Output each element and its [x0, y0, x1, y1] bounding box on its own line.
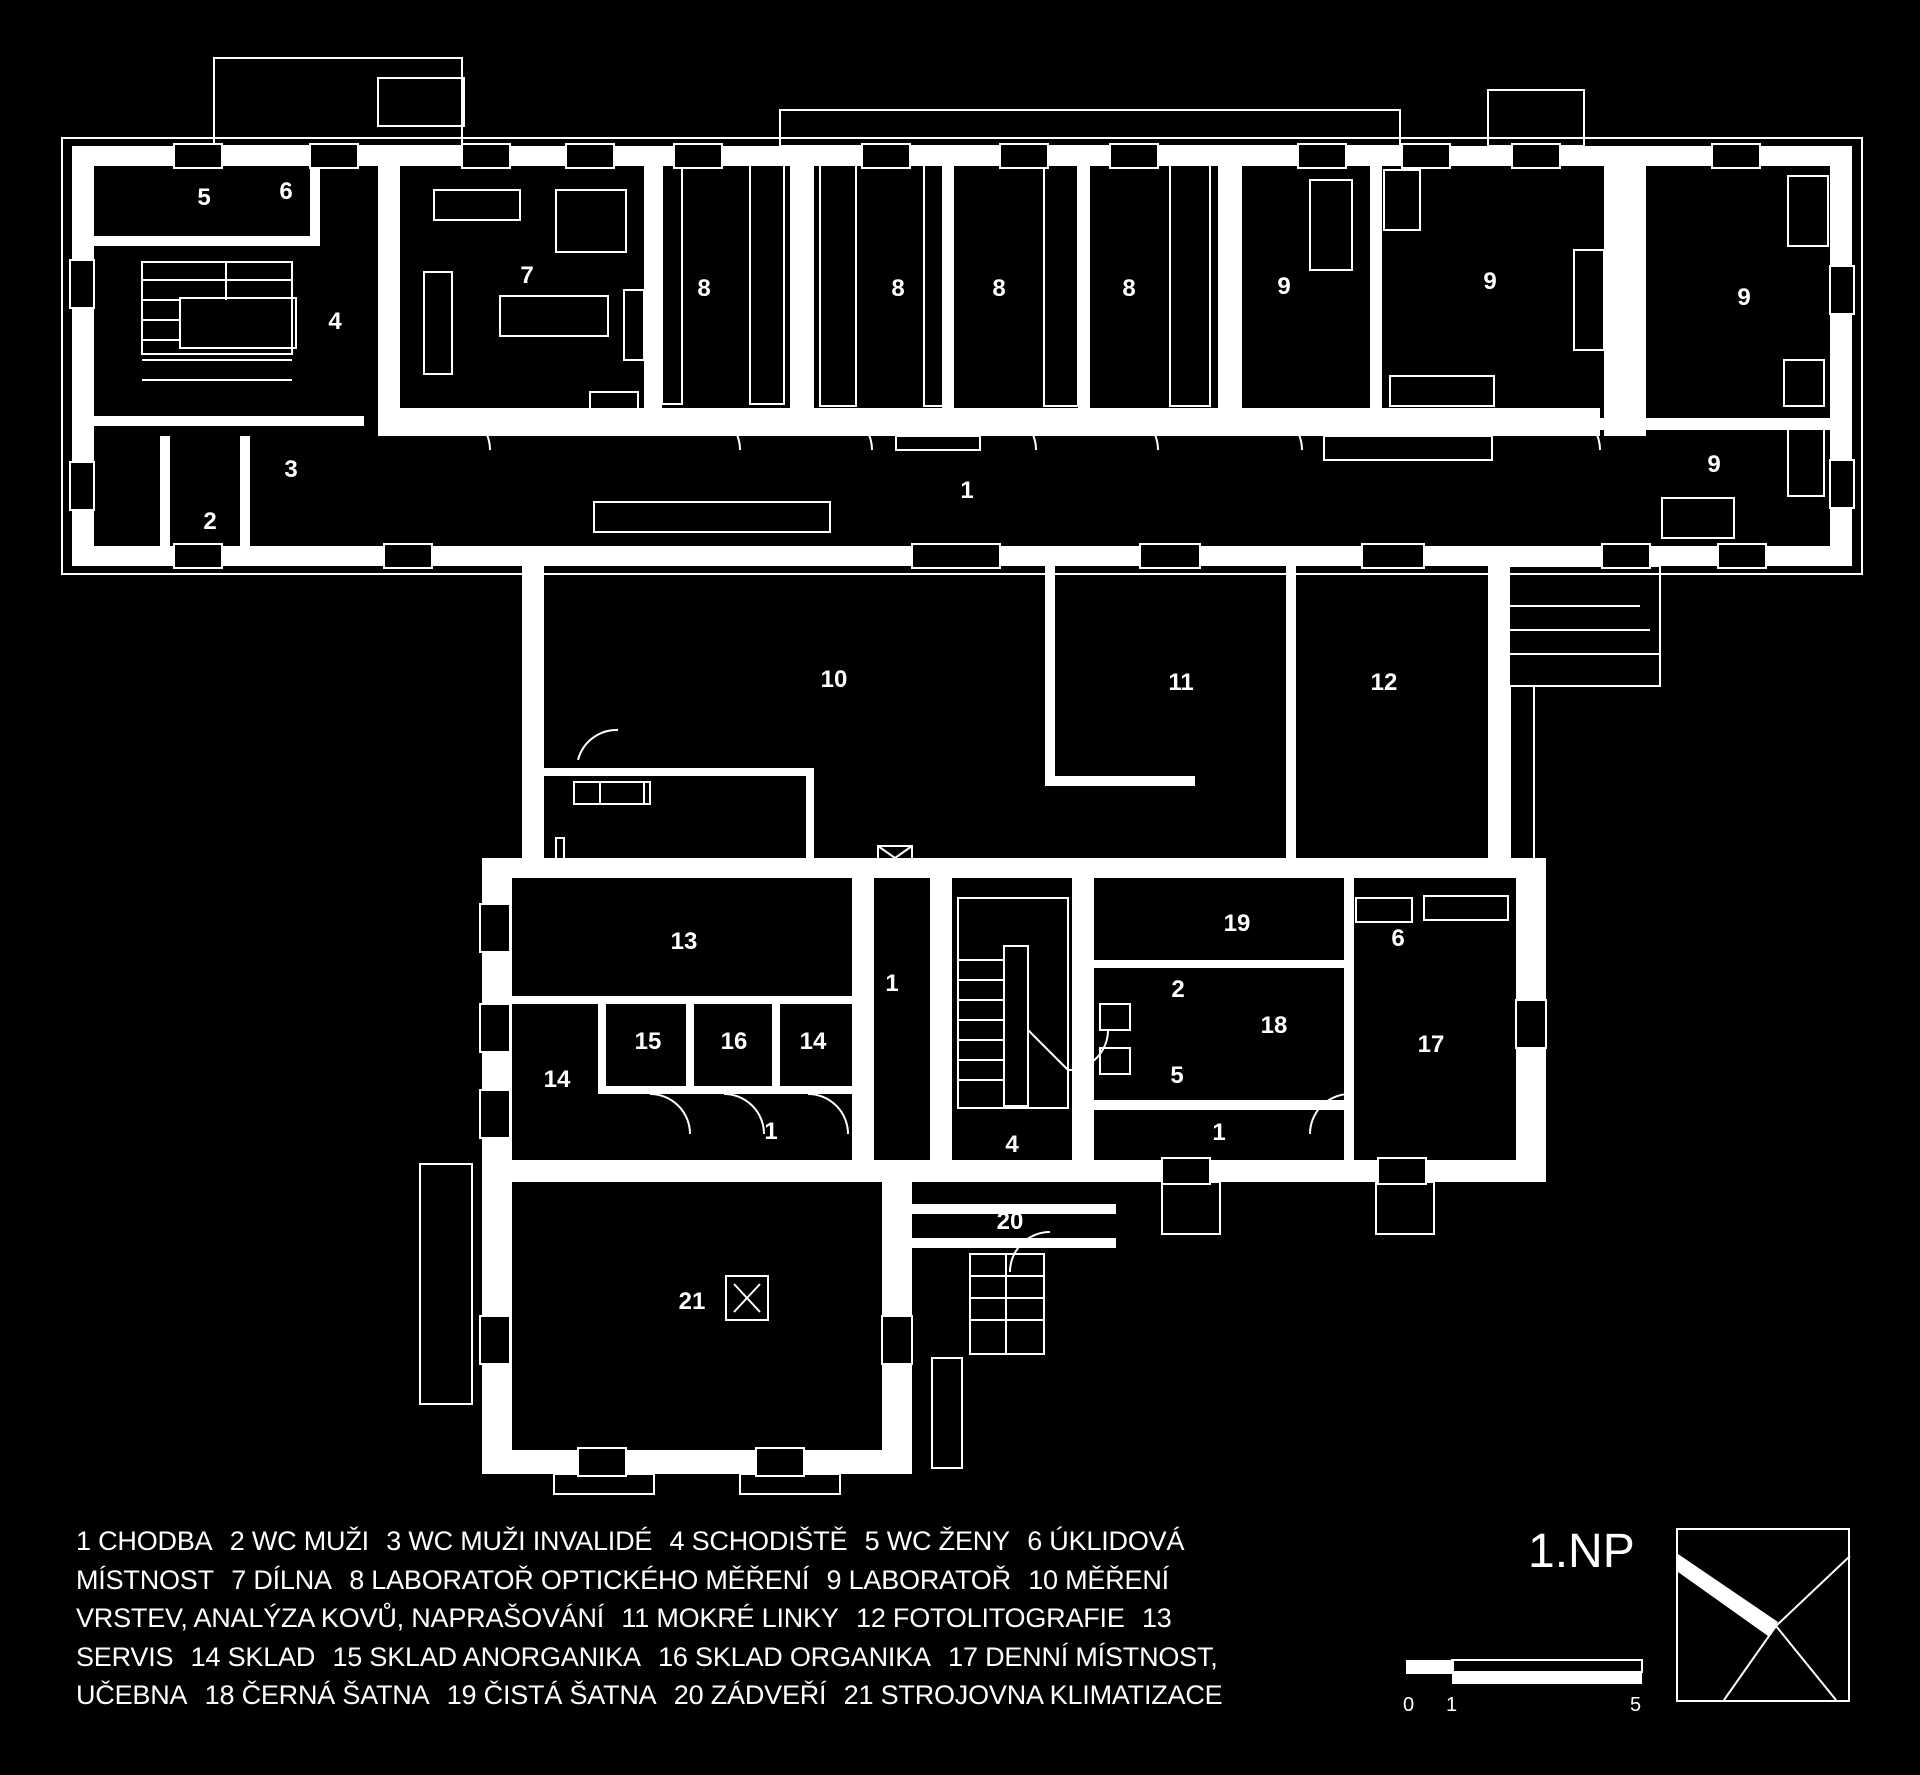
room-label-6-south: 6 [1391, 925, 1405, 952]
legend-item: 15 SKLAD ANORGANIKA [332, 1641, 641, 1672]
room-label-1-se: 1 [1212, 1119, 1226, 1146]
scale-label-5: 5 [1630, 1694, 1642, 1716]
room-label-9-d: 9 [1707, 451, 1721, 478]
room-label-9-c: 9 [1737, 284, 1751, 311]
room-label-8-c: 8 [992, 275, 1006, 302]
room-label-8-a: 8 [697, 275, 711, 302]
scale-label-0: 0 [1403, 1694, 1415, 1716]
legend-item: 14 SKLAD [190, 1641, 316, 1672]
legend-item: 12 FOTOLITOGRAFIE [856, 1603, 1125, 1633]
room-label-2: 2 [203, 508, 217, 535]
room-label-5-south: 5 [1170, 1062, 1184, 1089]
room-label-10: 10 [820, 666, 848, 693]
room-label-4: 4 [328, 308, 342, 335]
legend-item: MÍSTNOST [76, 1564, 214, 1595]
legend-item: 16 SKLAD ORGANIKA [658, 1641, 931, 1672]
legend-item: UČEBNA [76, 1680, 188, 1710]
room-label-3: 3 [284, 456, 298, 483]
legend-item: 10 MĚŘENÍ [1028, 1564, 1169, 1595]
room-label-20: 20 [996, 1208, 1024, 1235]
room-label-12: 12 [1370, 669, 1398, 696]
building-walls [72, 146, 1852, 1474]
room-label-21: 21 [678, 1288, 706, 1315]
legend-item: 13 [1141, 1603, 1172, 1633]
room-label-17: 17 [1417, 1031, 1445, 1058]
room-label-8-d: 8 [1122, 275, 1136, 302]
room-label-8-b: 8 [891, 275, 905, 302]
room-label-9-b: 9 [1483, 268, 1497, 295]
room-label-1-sw: 1 [764, 1118, 778, 1145]
legend-item: 21 STROJOVNA KLIMATIZACE [843, 1680, 1223, 1710]
room-label-4-south: 4 [1005, 1131, 1019, 1158]
windows [69, 143, 1855, 1477]
room-label-14-b: 14 [543, 1066, 571, 1093]
legend-line-4: SERVIS 14 SKLAD 15 SKLAD ANORGANIKA 16 S… [76, 1638, 1376, 1677]
legend-item: 3 WC MUŽI INVALIDÉ [386, 1526, 653, 1556]
room-label-1-north: 1 [960, 477, 974, 504]
floor-label: 1.NP [1528, 1525, 1635, 1578]
room-label-14-a: 14 [799, 1028, 827, 1055]
scale-label-1: 1 [1446, 1694, 1458, 1716]
room-label-13: 13 [670, 928, 698, 955]
room-label-2-south: 2 [1171, 976, 1185, 1003]
legend-item: 19 ČISTÁ ŠATNA [446, 1680, 657, 1710]
room-legend: 1 CHODBA 2 WC MUŽI 3 WC MUŽI INVALIDÉ 4 … [76, 1522, 1376, 1715]
legend-item: 8 LABORATOŘ OPTICKÉHO MĚŘENÍ [349, 1564, 810, 1595]
room-label-6: 6 [279, 178, 293, 205]
room-label-9-a: 9 [1277, 273, 1291, 300]
room-label-1-center: 1 [885, 970, 899, 997]
legend-line-5: UČEBNA 18 ČERNÁ ŠATNA 19 ČISTÁ ŠATNA 20 … [76, 1676, 1376, 1715]
legend-item: 1 CHODBA [76, 1526, 213, 1556]
legend-item: 6 ÚKLIDOVÁ [1027, 1526, 1185, 1556]
legend-item: VRSTEV, ANALÝZA KOVŮ, NAPRAŠOVÁNÍ [76, 1603, 605, 1633]
room-label-18: 18 [1260, 1012, 1288, 1039]
legend-line-2: MÍSTNOST 7 DÍLNA 8 LABORATOŘ OPTICKÉHO M… [76, 1561, 1376, 1600]
legend-item: 4 SCHODIŠTĚ [669, 1526, 848, 1556]
legend-item: 20 ZÁDVEŘÍ [673, 1680, 827, 1710]
room-label-7: 7 [520, 262, 534, 289]
room-label-11: 11 [1168, 669, 1194, 696]
legend-item: 11 MOKRÉ LINKY [621, 1603, 839, 1633]
room-label-16: 16 [720, 1028, 748, 1055]
legend-item: 9 LABORATOŘ [826, 1564, 1012, 1595]
legend-item: 18 ČERNÁ ŠATNA [204, 1680, 430, 1710]
scale-bar [1406, 1659, 1643, 1684]
room-label-5: 5 [197, 184, 211, 211]
legend-item: 5 WC ŽENY [864, 1526, 1010, 1556]
legend-line-1: 1 CHODBA 2 WC MUŽI 3 WC MUŽI INVALIDÉ 4 … [76, 1522, 1376, 1561]
legend-item: 17 DENNÍ MÍSTNOST, [948, 1641, 1218, 1672]
legend-line-3: VRSTEV, ANALÝZA KOVŮ, NAPRAŠOVÁNÍ 11 MOK… [76, 1599, 1376, 1638]
room-label-15: 15 [634, 1028, 662, 1055]
room-label-19: 19 [1223, 910, 1251, 937]
legend-item: SERVIS [76, 1641, 174, 1672]
key-plan-icon [1676, 1528, 1851, 1702]
plan-linework [61, 57, 1863, 1495]
legend-item: 2 WC MUŽI [229, 1526, 369, 1556]
legend-item: 7 DÍLNA [231, 1564, 332, 1595]
